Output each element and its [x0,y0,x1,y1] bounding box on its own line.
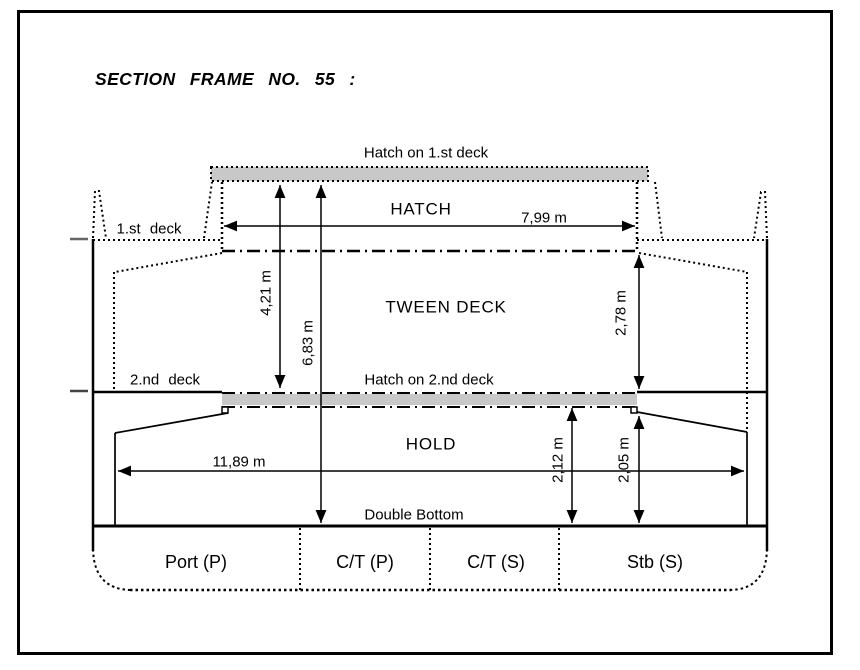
tank-label-ct-p: C/T (P) [336,552,394,572]
hull-outline [70,190,769,592]
dim-2-78-label: 2,78 m [612,290,630,336]
dim-2-05-label: 2,05 m [615,437,633,483]
double-bottom-label: Double Bottom [364,506,464,524]
tween-slant-stb [638,252,748,273]
tank-label-ct-s: C/T (S) [467,552,525,572]
hatch-cover-2nd-deck [222,394,637,405]
tank-label-port: Port (P) [164,552,228,572]
first-deck-structure [93,166,767,253]
hatch-width-dim: 7,99 m [521,209,567,227]
hatch-notch-port [221,406,229,414]
hold-label: HOLD [405,434,457,454]
first-deck-label: 1.st deck [116,220,182,238]
tween-slant-port [114,252,223,273]
hold-structure [92,411,768,528]
bilge-curve-port [92,548,133,591]
dim-4-21-label: 4,21 m [257,270,275,316]
drawing-border [17,10,833,655]
hatch-on-1st-deck-label: Hatch on 1.st deck [363,144,489,162]
bulwark-stb [753,191,768,239]
hatch-cover-1st-deck [210,166,649,182]
tank-label-stb: Stb (S) [626,552,684,572]
hatch-on-2nd-deck-label: Hatch on 2.nd deck [364,371,494,389]
hatch-notch-stb [630,406,638,414]
hold-slant-port [114,412,229,434]
drawing-title: SECTION FRAME NO. 55 : [95,69,356,89]
dimension-arrows [118,185,744,523]
tween-deck-label: TWEEN DECK [385,297,507,317]
coaming-slant-stb [654,181,663,239]
second-deck-label: 2.nd deck [129,371,201,389]
dim-6-83-label: 6,83 m [299,320,317,366]
dim-2-12-label: 2,12 m [549,437,567,483]
second-deck-structure [93,390,767,414]
bulwark-port [92,190,107,239]
bilge-curve-stb [728,548,768,591]
tank-dividers [299,528,560,590]
hatch-label: HATCH [390,199,452,219]
tween-deck-sides [113,252,748,431]
hold-width-dim: 11,89 m [212,453,266,471]
hold-slant-stb [636,411,748,433]
coaming-slant-port [203,181,213,239]
